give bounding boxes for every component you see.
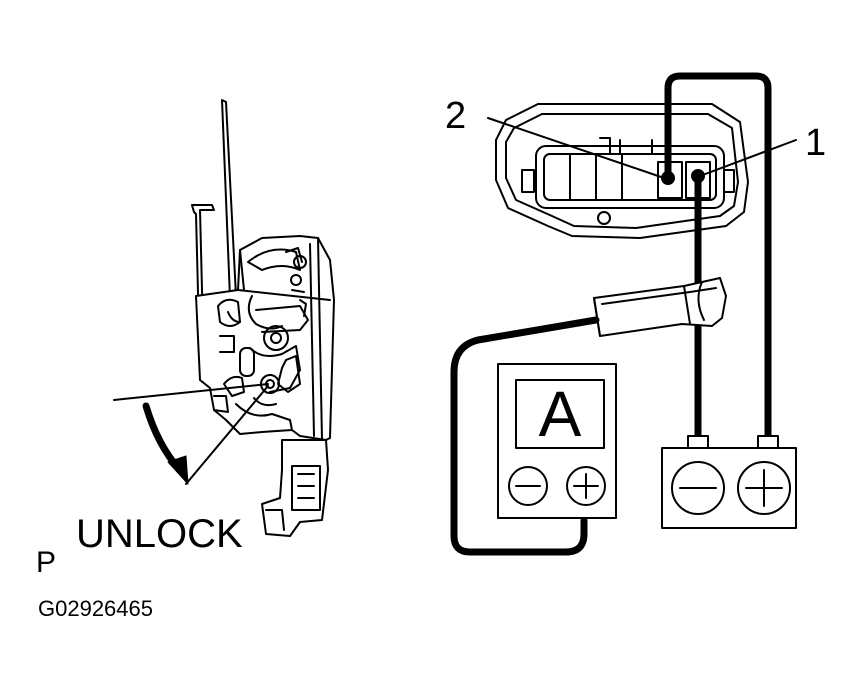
p-label: P xyxy=(36,546,57,579)
ammeter xyxy=(497,363,617,519)
terminal-1-label: 1 xyxy=(805,122,827,164)
door-lock-assembly xyxy=(113,99,335,537)
plus-circle-icon xyxy=(737,461,791,515)
unlock-label: UNLOCK xyxy=(76,512,243,556)
minus-circle-icon xyxy=(508,466,548,506)
battery xyxy=(661,435,797,529)
terminal-1-leader xyxy=(699,139,797,177)
plus-circle-icon xyxy=(566,466,606,506)
ammeter-label: A xyxy=(538,378,582,450)
minus-circle-icon xyxy=(671,461,725,515)
wire-terminal-2-to-battery-positive xyxy=(664,72,772,444)
actuator-connector xyxy=(495,103,749,239)
ammeter-clamp xyxy=(593,277,727,337)
curved-arrow-down-icon xyxy=(142,402,189,485)
lock-rod xyxy=(221,99,237,299)
terminal-2-label: 2 xyxy=(445,95,467,137)
figure-code: G02926465 xyxy=(38,596,153,621)
ammeter-lead xyxy=(450,316,600,556)
terminal-2-leader xyxy=(487,117,665,179)
lock-connector xyxy=(261,439,329,537)
